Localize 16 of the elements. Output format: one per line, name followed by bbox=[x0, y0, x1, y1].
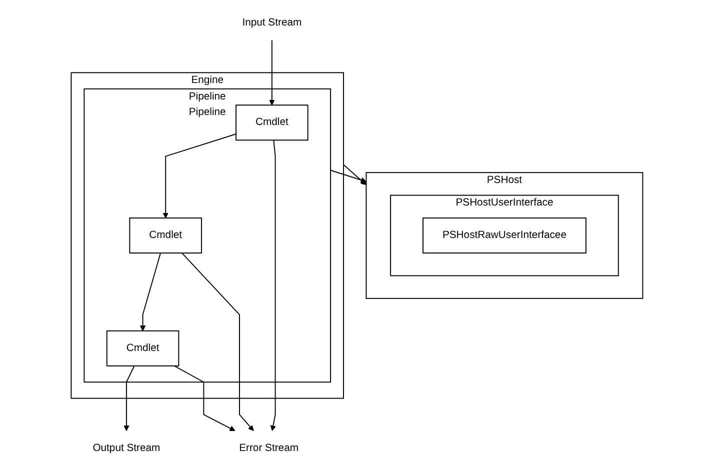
arrow bbox=[270, 140, 276, 432]
node-box: PSHostRawUserInterfacee bbox=[422, 217, 586, 254]
node-text: Error Stream bbox=[238, 442, 298, 454]
arrow bbox=[139, 252, 161, 332]
arrow bbox=[342, 164, 366, 186]
node-text: Output Stream bbox=[92, 442, 160, 454]
arrow bbox=[268, 40, 274, 106]
node-box: Cmdlet bbox=[106, 330, 179, 366]
arrow bbox=[181, 252, 254, 432]
arrow bbox=[162, 134, 236, 218]
arrow bbox=[123, 365, 134, 432]
node-box: Cmdlet bbox=[128, 217, 202, 254]
node-box: Cmdlet bbox=[235, 104, 308, 141]
arrow bbox=[173, 365, 235, 432]
arrow bbox=[330, 170, 366, 183]
node-text: Input Stream bbox=[242, 16, 302, 28]
